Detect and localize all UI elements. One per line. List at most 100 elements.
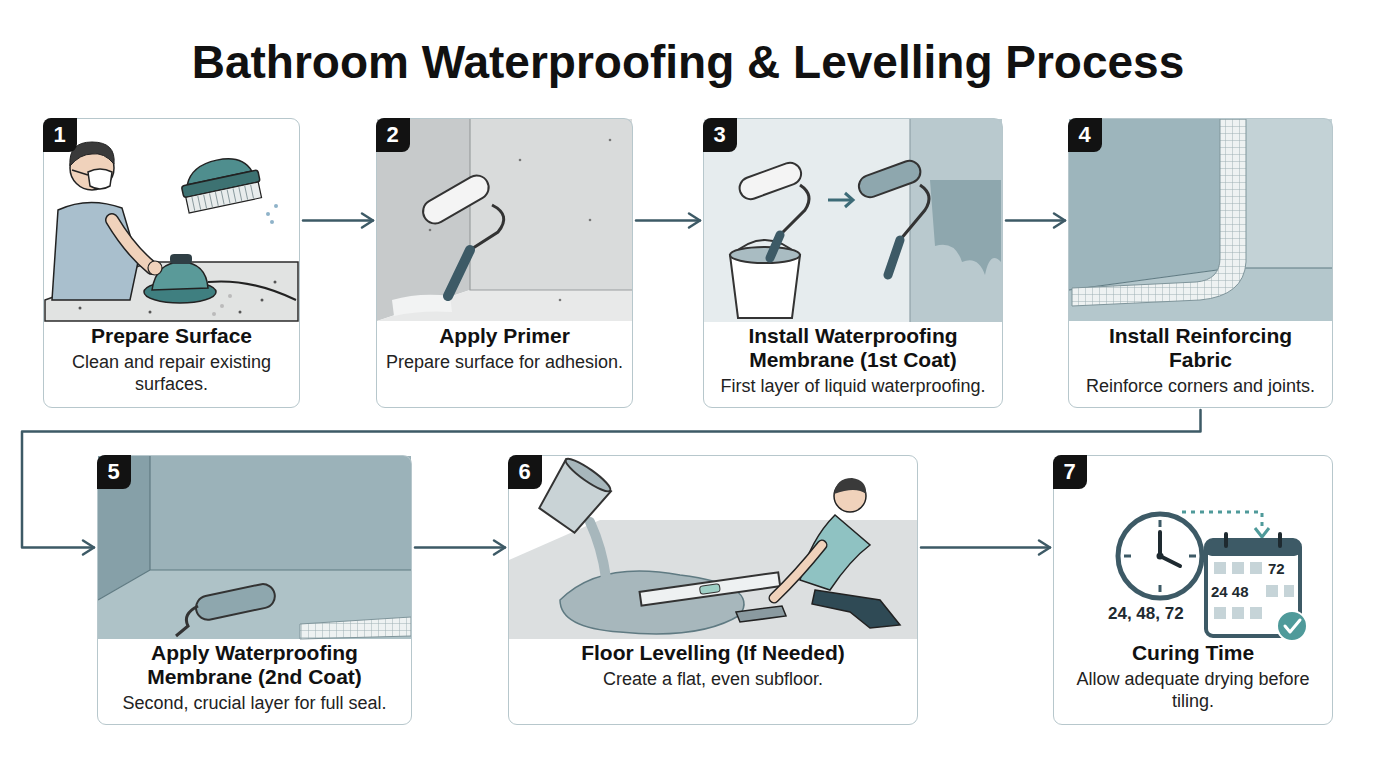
- surface-prep-illustration-part: [266, 212, 270, 216]
- surface-prep-illustration-part: [220, 304, 224, 308]
- surface-prep-illustration-part: [79, 307, 82, 310]
- curing-time-illustration-part: [1250, 562, 1262, 574]
- second-coat-illustration-part: [98, 456, 411, 600]
- reinforcing-fabric-illustration-part: [1069, 119, 1332, 290]
- floor-levelling-illustration-part: [774, 545, 822, 598]
- reinforcing-fabric-illustration-part: [1232, 119, 1332, 269]
- flow-arrow: [636, 214, 700, 228]
- flow-arrow-line: [636, 219, 700, 222]
- curing-time-illustration-part: [1277, 611, 1307, 641]
- primer-illustration: [377, 119, 632, 321]
- first-coat-illustration-part: [856, 158, 924, 201]
- step-card: Apply PrimerPrepare surface for adhesion…: [376, 118, 633, 408]
- primer-illustration-part: [609, 139, 612, 142]
- step-heading: Install Waterproofing Membrane (1st Coat…: [712, 324, 994, 372]
- curing-time-illustration-part: [1157, 553, 1164, 560]
- surface-prep-illustration-part: [212, 312, 216, 316]
- first-coat-illustration-part: [730, 247, 800, 263]
- surface-prep-illustration: [45, 142, 298, 321]
- floor-levelling-illustration-part: [736, 606, 786, 622]
- step-number-badge: 3: [703, 118, 737, 152]
- first-coat-illustration-part: [910, 119, 1002, 322]
- step-number: 4: [1078, 124, 1090, 146]
- flow-arrow-line: [415, 546, 505, 549]
- second-coat-illustration-part: [176, 606, 198, 636]
- step-number: 5: [107, 461, 119, 483]
- surface-prep-illustration-part: [239, 311, 242, 314]
- curing-time-illustration-part: [1232, 607, 1244, 619]
- first-coat-illustration-part: [737, 160, 805, 203]
- step-heading: Apply Primer: [385, 324, 624, 348]
- first-coat-illustration-part: [845, 193, 853, 207]
- first-coat-illustration-part: [888, 240, 900, 275]
- surface-prep-illustration-part: [274, 204, 278, 208]
- step-number-badge: 5: [97, 455, 131, 489]
- step-card: Apply Waterproofing Membrane (2nd Coat) S…: [97, 455, 412, 725]
- step-card: Curing TimeAllow adequate drying before …: [1053, 455, 1333, 725]
- step-card: Floor Levelling (If Needed)Create a flat…: [508, 455, 918, 725]
- curing-time-illustration-part: [1284, 585, 1294, 597]
- surface-prep-illustration-part: [170, 254, 192, 264]
- surface-prep-illustration-part: [178, 152, 264, 213]
- surface-prep-illustration-part: [112, 220, 152, 268]
- step-card: Install Waterproofing Membrane (1st Coat…: [703, 118, 1003, 408]
- flow-arrow-line: [921, 546, 1050, 549]
- second-coat-illustration-part: [300, 617, 411, 639]
- reinforcing-fabric-illustration: [1069, 119, 1332, 321]
- surface-prep-illustration-part-part: [192, 185, 254, 211]
- step-description: Allow adequate drying before tiling.: [1062, 669, 1324, 713]
- second-coat-illustration-part: [98, 570, 411, 639]
- step-heading: Prepare Surface: [52, 324, 291, 348]
- flow-arrow-line: [494, 541, 505, 555]
- surface-prep-illustration-part: [112, 220, 152, 268]
- step-number-badge: 6: [508, 455, 542, 489]
- surface-prep-illustration-part-part: [186, 182, 262, 213]
- step-number-badge: 2: [376, 118, 410, 152]
- flow-arrow-line: [1039, 541, 1050, 555]
- step-heading: Apply Waterproofing Membrane (2nd Coat): [106, 641, 403, 689]
- step-description: Second, crucial layer for full seal.: [106, 693, 403, 715]
- primer-illustration-part: [392, 295, 452, 316]
- primer-illustration-part: [377, 290, 632, 321]
- flow-arrow: [921, 541, 1050, 555]
- step-heading: Install Reinforcing Fabric: [1077, 324, 1324, 372]
- surface-prep-illustration-part: [72, 170, 88, 175]
- step-card: Install Reinforcing FabricReinforce corn…: [1068, 118, 1333, 408]
- flow-arrow-line: [22, 410, 1201, 548]
- flow-arrow-line: [1054, 214, 1065, 228]
- primer-illustration-part-part: [419, 171, 493, 228]
- primer-illustration-part: [470, 119, 632, 290]
- step-number-badge: 1: [43, 118, 77, 152]
- second-coat-illustration-part-part: [194, 582, 277, 622]
- curing-time-illustration-part: [1250, 607, 1262, 619]
- second-coat-illustration-part: [194, 582, 277, 622]
- step-number: 3: [713, 124, 725, 146]
- step-number-badge: 7: [1053, 455, 1087, 489]
- primer-illustration-part: [419, 171, 493, 228]
- flow-arrow-line: [303, 219, 373, 222]
- surface-prep-illustration-part: [270, 220, 274, 224]
- curing-time-illustration-part: [1124, 520, 1196, 592]
- first-coat-illustration-part: [770, 235, 780, 258]
- curing-time-illustration-part: [1226, 534, 1280, 546]
- step-number: 7: [1063, 461, 1075, 483]
- floor-levelling-illustration-part-part: [563, 455, 614, 496]
- step-heading: Curing Time: [1062, 641, 1324, 665]
- floor-levelling-illustration-part: [590, 522, 606, 578]
- first-coat-illustration-part: [930, 180, 1001, 275]
- duration-label: 24 48: [1211, 583, 1249, 600]
- flow-arrow: [1006, 214, 1065, 228]
- flow-arrow: [22, 410, 1201, 555]
- flow-arrow-line: [1006, 219, 1065, 222]
- step-description: Clean and repair existing surfaces.: [52, 352, 291, 396]
- flow-arrow: [303, 214, 373, 228]
- primer-illustration-part: [470, 119, 632, 290]
- surface-prep-illustration-part: [274, 281, 277, 284]
- first-coat-illustration-part-part: [856, 158, 924, 201]
- flow-arrow: [415, 541, 505, 555]
- step-description: Create a flat, even subfloor.: [517, 669, 909, 691]
- first-coat-illustration-part: [909, 119, 910, 322]
- duration-label: 24, 48, 72: [1108, 604, 1184, 624]
- step-card: Prepare SurfaceClean and repair existing…: [43, 118, 300, 408]
